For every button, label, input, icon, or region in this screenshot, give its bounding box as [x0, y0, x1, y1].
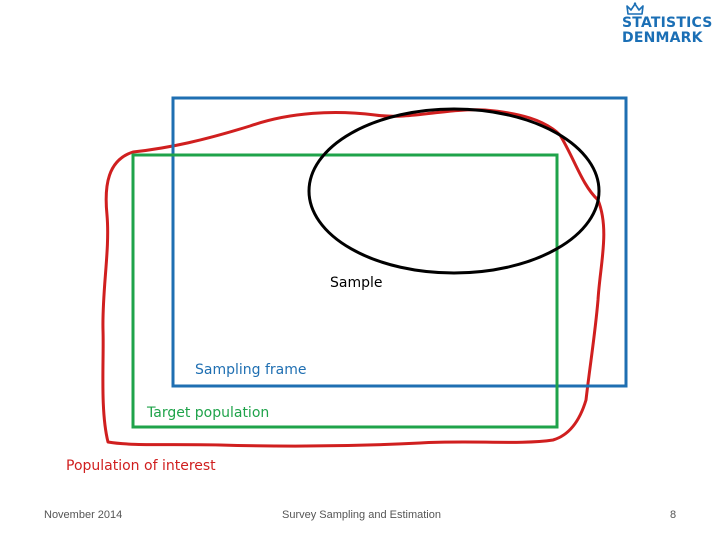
logo-text-line1: STATISTICS	[622, 15, 713, 31]
statistics-denmark-logo: STATISTICS DENMARK	[622, 2, 712, 46]
target-population-rect	[131, 153, 559, 429]
sample-ellipse	[307, 107, 601, 275]
footer-date: November 2014	[44, 509, 123, 521]
population-of-interest-label: Population of interest	[66, 458, 216, 474]
sample-label: Sample	[330, 275, 383, 291]
logo-text-line2: DENMARK	[622, 30, 703, 46]
crown-icon	[626, 2, 644, 15]
footer-title: Survey Sampling and Estimation	[282, 509, 441, 521]
sampling-frame-label: Sampling frame	[195, 362, 307, 378]
sampling-frame-rect	[171, 96, 628, 388]
page-number: 8	[670, 509, 677, 521]
target-population-label: Target population	[147, 405, 270, 421]
